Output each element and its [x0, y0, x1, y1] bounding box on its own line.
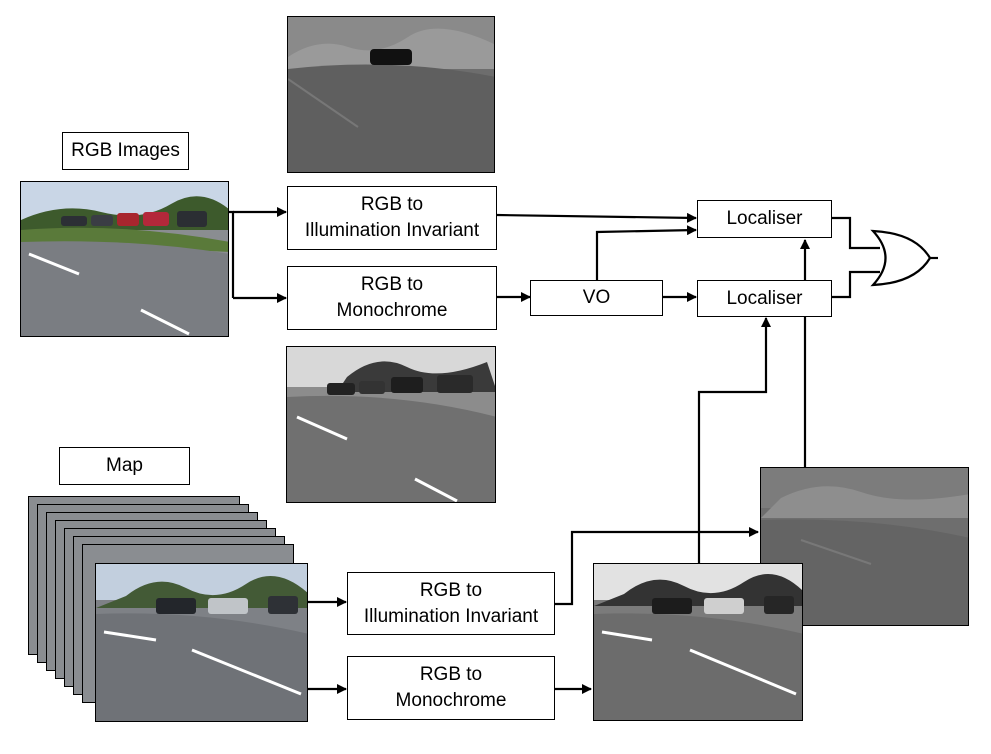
map-image-front: [95, 563, 308, 722]
illumination-invariant-image-top: [287, 16, 495, 173]
vo-block: VO: [530, 280, 663, 316]
map-label: Map: [59, 447, 190, 485]
rgb-to-illumination-invariant-block-bottom: RGB to Illumination Invariant: [347, 572, 555, 635]
rgb-images-label: RGB Images: [62, 132, 189, 170]
rgb-to-monochrome-block-top: RGB to Monochrome: [287, 266, 497, 330]
rgb-to-monochrome-block-bottom: RGB to Monochrome: [347, 656, 555, 720]
localiser-block-bottom: Localiser: [697, 280, 832, 317]
rgb-camera-image: [20, 181, 229, 337]
rgb-to-illumination-invariant-block-top: RGB to Illumination Invariant: [287, 186, 497, 250]
localiser-block-top: Localiser: [697, 200, 832, 238]
map-monochrome-image: [593, 563, 803, 721]
map-illumination-invariant-image: [760, 467, 969, 626]
monochrome-image-top: [286, 346, 496, 503]
